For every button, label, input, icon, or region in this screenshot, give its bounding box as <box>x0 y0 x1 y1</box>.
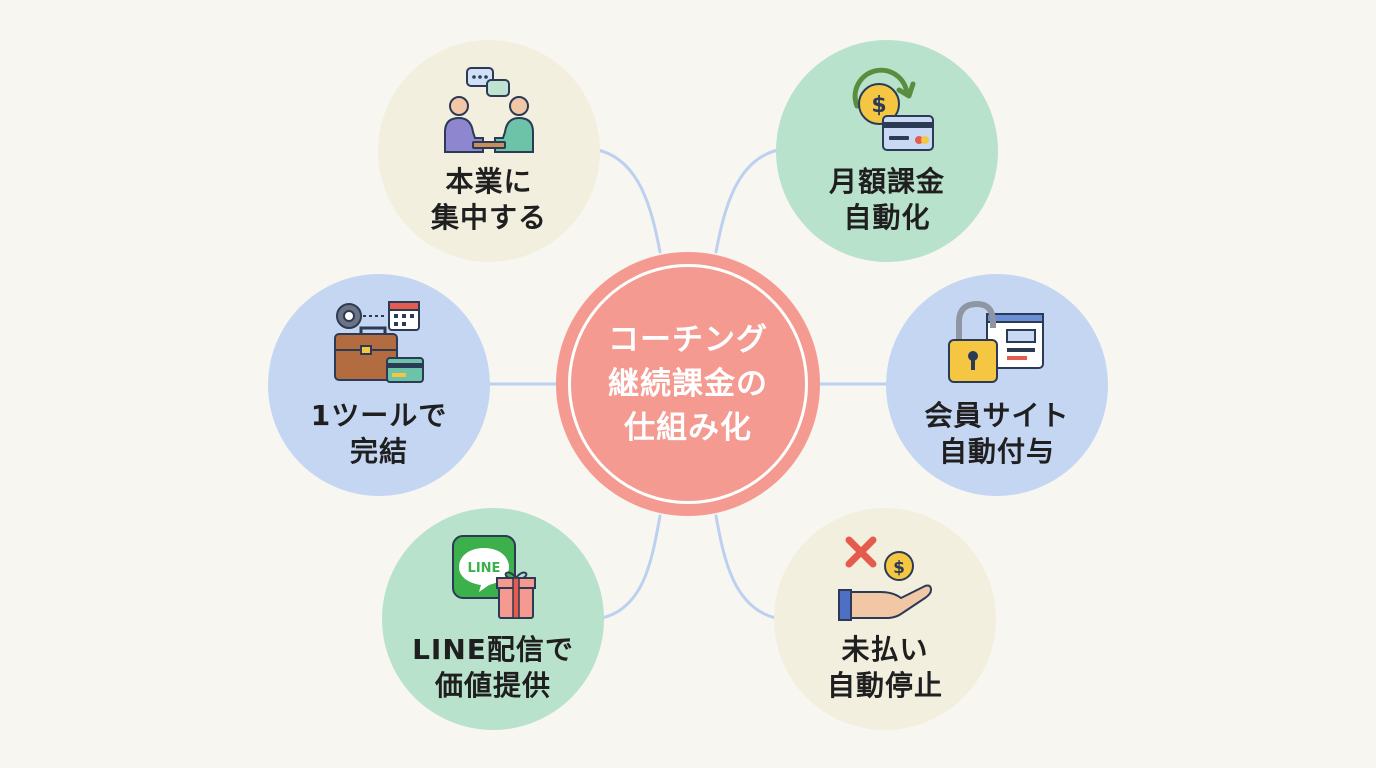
node-one-tool: 1ツールで 完結 <box>268 274 490 496</box>
all-in-one-tools-icon <box>334 301 424 383</box>
node-label: 月額課金 自動化 <box>828 165 945 234</box>
center-title: コーチング 継続課金の 仕組み化 <box>608 322 768 446</box>
node-member-site: 会員サイト 自動付与 <box>886 274 1108 496</box>
recurring-payment-icon: $ <box>852 67 934 151</box>
connector-line <box>600 514 662 620</box>
node-label: 1ツールで 完結 <box>310 399 448 468</box>
payment-stop-icon: $ <box>838 536 933 621</box>
node-label: 未払い 自動停止 <box>826 633 943 702</box>
connector-unpaid <box>714 514 778 620</box>
node-monthly-billing: $ 月額課金 自動化 <box>776 40 998 262</box>
node-focus-core-business: 本業に 集中する <box>378 40 600 262</box>
node-line-delivery: LINE LINE配信で 価値提供 <box>382 508 604 730</box>
node-label: LINE配信で 価値提供 <box>412 633 574 702</box>
node-unpaid-stop: $ 未払い 自動停止 <box>774 508 996 730</box>
node-label: 会員サイト 自動付与 <box>924 399 1070 468</box>
svg-text:$: $ <box>871 93 886 118</box>
consultation-icon <box>444 67 534 153</box>
center-hub: コーチング 継続課金の 仕組み化 <box>556 252 820 516</box>
member-site-lock-icon <box>948 300 1044 383</box>
node-label: 本業に 集中する <box>430 165 547 234</box>
connector-focus <box>596 148 662 254</box>
line-logo-text: LINE <box>468 561 501 576</box>
connector-billing <box>714 148 780 254</box>
line-gift-icon: LINE <box>452 535 536 619</box>
svg-text:$: $ <box>893 558 905 578</box>
